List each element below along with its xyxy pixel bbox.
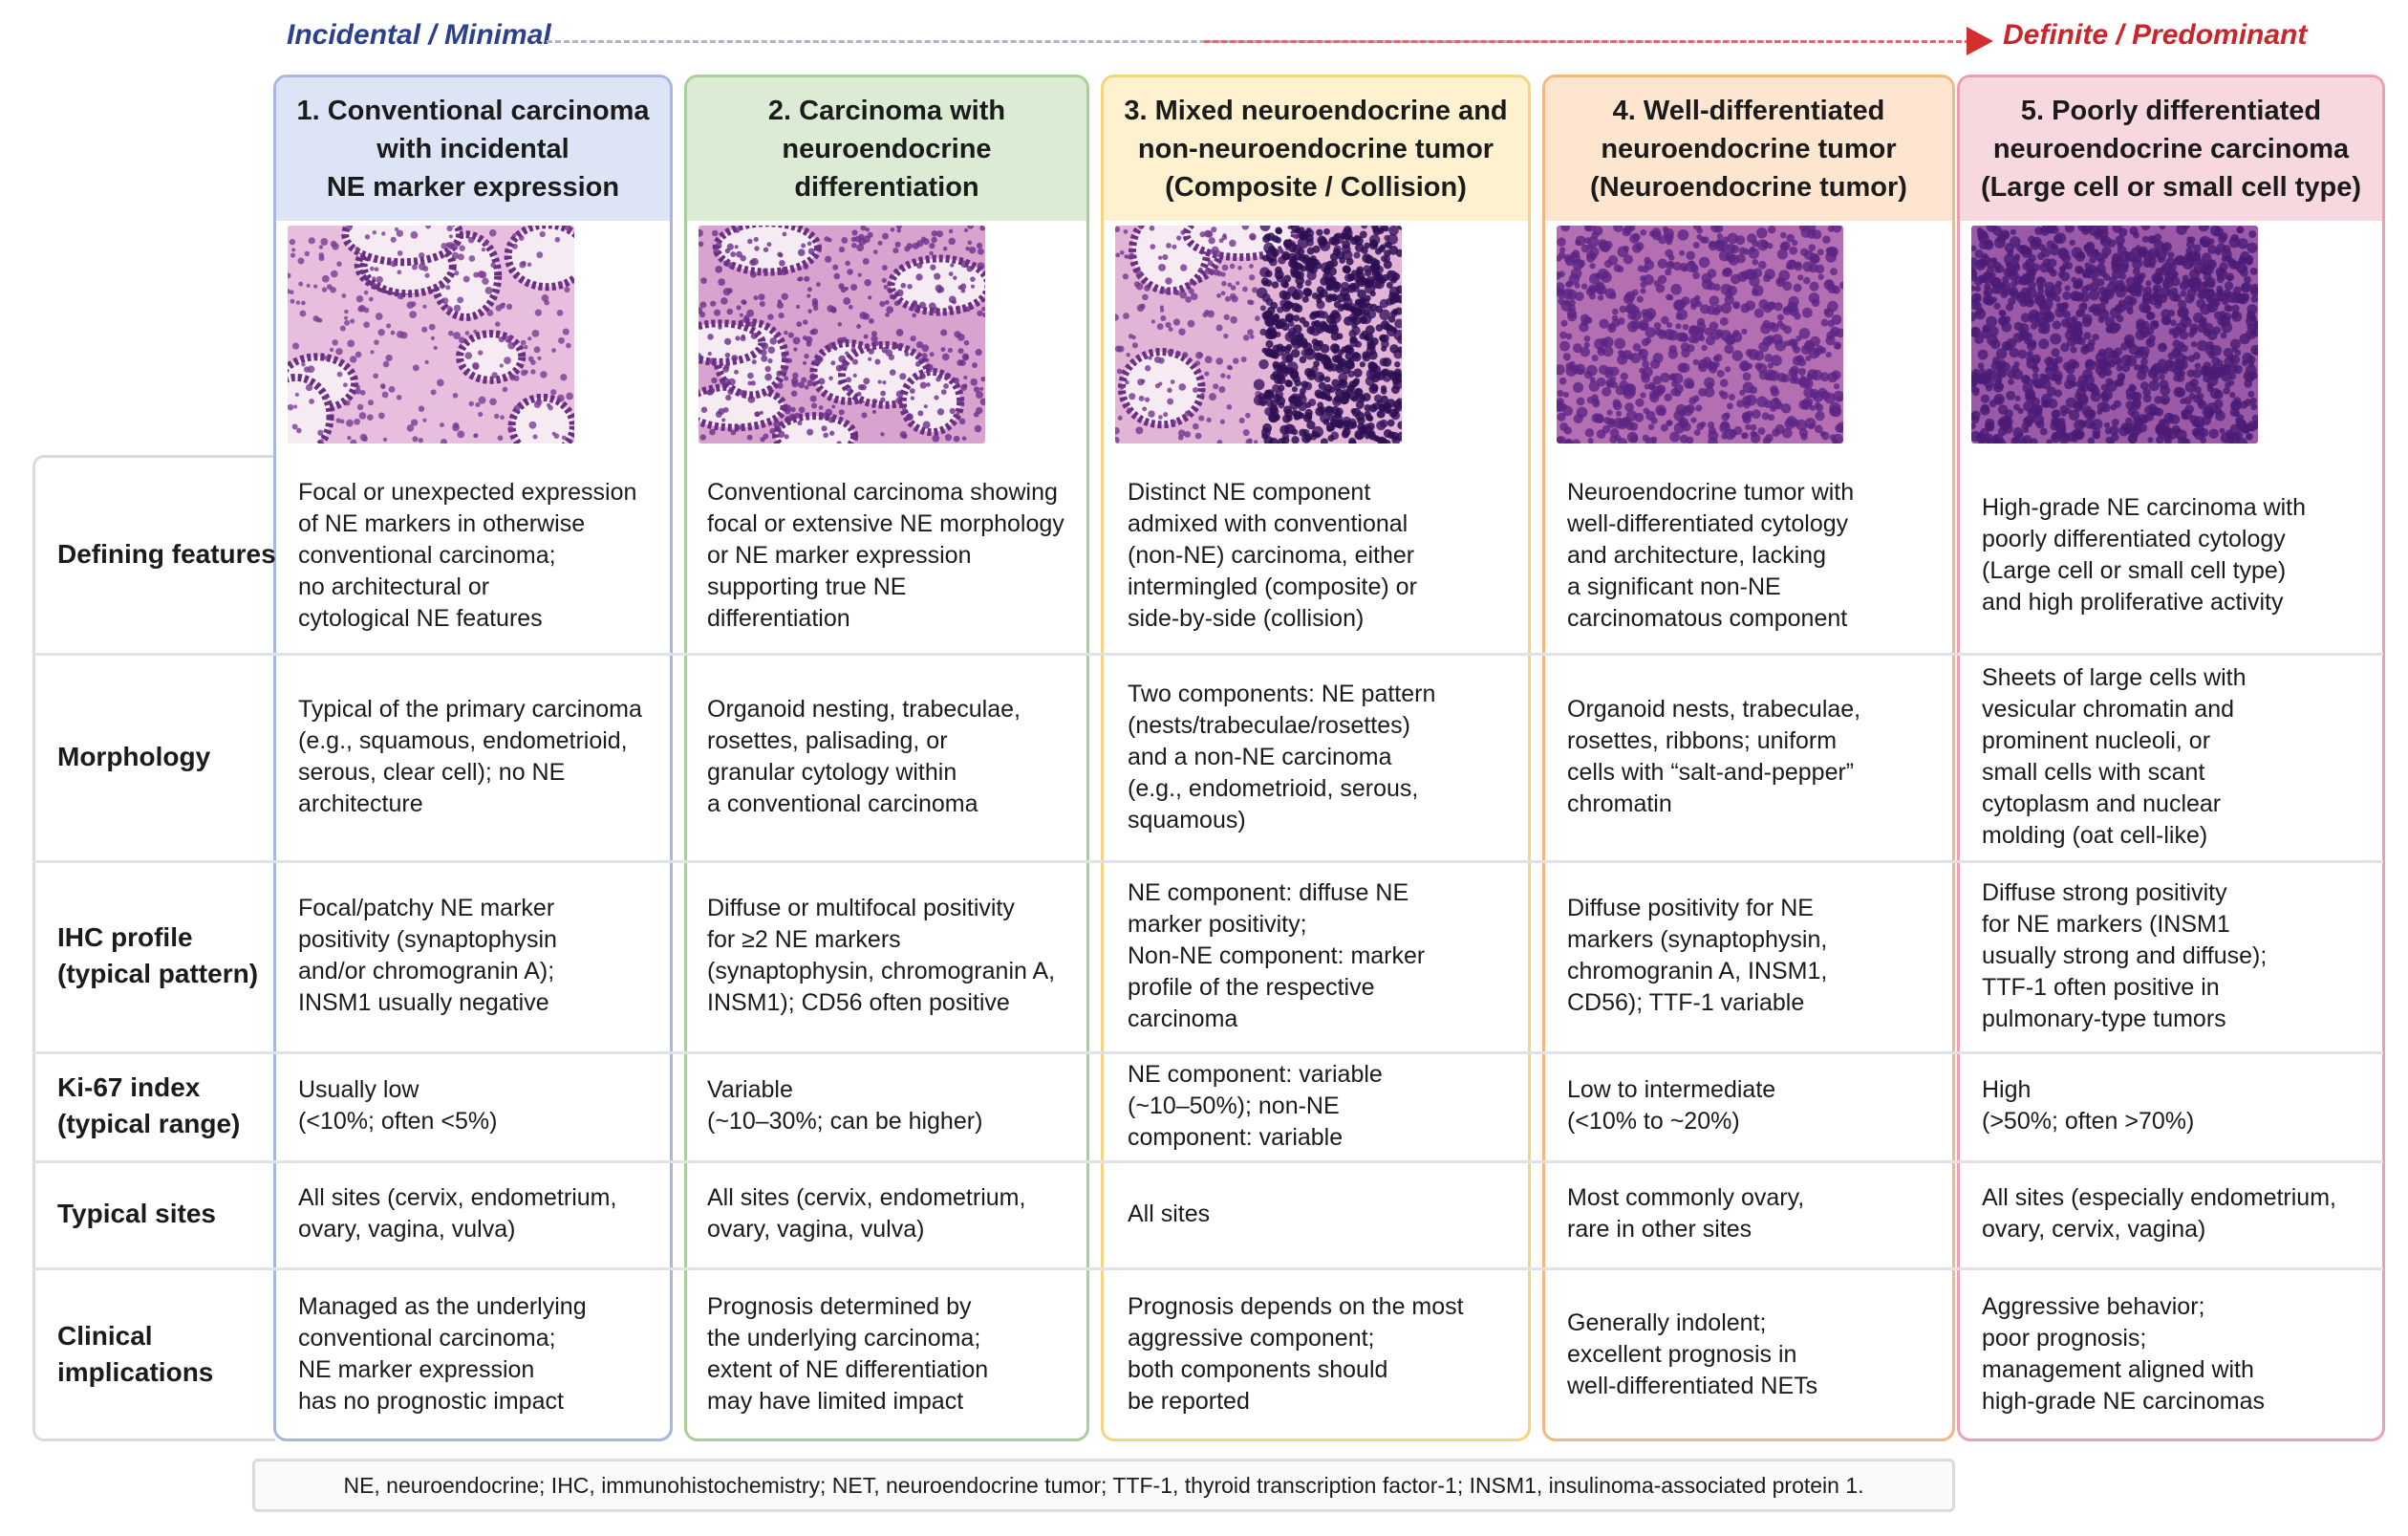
spectrum-dashed-line-red — [1204, 40, 1970, 43]
column-header: 3. Mixed neuroendocrine and non-neuroend… — [1104, 77, 1528, 221]
cell-sites-col5: All sites (especially endometrium, ovary… — [1982, 1184, 2336, 1243]
cell-ki67-col3: NE component: variable (~10–50%); non-NE… — [1128, 1060, 1383, 1151]
cell-clinical-col2: Prognosis determined by the underlying c… — [707, 1293, 989, 1415]
cell-ki67-col1: Usually low (<10%; often <5%) — [298, 1076, 498, 1135]
cell-morphology-col1: Typical of the primary carcinoma (e.g., … — [298, 696, 642, 817]
cell-morphology-col4: Organoid nests, trabeculae, rosettes, ri… — [1567, 696, 1861, 817]
cell-sites-col1: All sites (cervix, endometrium, ovary, v… — [298, 1184, 617, 1243]
spectrum-left-label: Incidental / Minimal — [287, 19, 551, 51]
column-card-poorly-differentiated: 5. Poorly differentiated neuroendocrine … — [1957, 75, 2385, 1441]
cell-ki67-col5: High (>50%; often >70%) — [1982, 1076, 2195, 1135]
histology-image-mixed — [1115, 226, 1402, 443]
cell-ihc-col4: Diffuse positivity for NE markers (synap… — [1567, 895, 1828, 1016]
spectrum-arrow: Incidental / Minimal Definite / Predomin… — [0, 0, 2408, 76]
row-labels-panel — [32, 455, 275, 1441]
column-header: 5. Poorly differentiated neuroendocrine … — [1960, 77, 2382, 221]
column-header: 1. Conventional carcinoma with incidenta… — [276, 77, 670, 221]
cell-ki67-col2: Variable (~10–30%; can be higher) — [707, 1076, 983, 1135]
row-label-typical-sites: Typical sites — [57, 1199, 217, 1228]
row-label-defining-features: Defining features — [57, 538, 276, 569]
abbreviations-footnote: NE, neuroendocrine; IHC, immunohistochem… — [252, 1459, 1955, 1512]
cell-ihc-col5: Diffuse strong positivity for NE markers… — [1982, 878, 2268, 1032]
cell-morphology-col5: Sheets of large cells with vesicular chr… — [1982, 664, 2247, 849]
row-divider — [32, 1160, 2383, 1163]
histology-image-well-differentiated — [1557, 226, 1843, 443]
row-divider — [32, 653, 2383, 656]
cell-defining-features-col5: High-grade NE carcinoma with poorly diff… — [1982, 494, 2307, 616]
cell-morphology-col3: Two components: NE pattern (nests/trabec… — [1128, 680, 1436, 833]
row-label-morphology: Morphology — [57, 741, 211, 771]
cell-ihc-col3: NE component: diffuse NE marker positivi… — [1128, 878, 1426, 1032]
column-header: 4. Well-differentiated neuroendocrine tu… — [1545, 77, 1952, 221]
cell-sites-col3: All sites — [1128, 1200, 1211, 1227]
histology-image-ne-differentiation — [699, 226, 985, 443]
row-divider — [32, 1051, 2383, 1054]
histology-image-poorly-differentiated — [1971, 226, 2258, 443]
cell-clinical-col3: Prognosis depends on the most aggressive… — [1128, 1293, 1464, 1415]
cell-clinical-col5: Aggressive behavior; poor prognosis; man… — [1982, 1293, 2265, 1415]
cell-defining-features-col4: Neuroendocrine tumor with well-different… — [1567, 478, 1855, 632]
cell-ki67-col4: Low to intermediate (<10% to ~20%) — [1567, 1076, 1776, 1135]
row-divider — [32, 860, 2383, 863]
column-title: 4. Well-differentiated neuroendocrine tu… — [1590, 96, 1907, 203]
cell-ihc-col2: Diffuse or multifocal positivity for ≥2 … — [707, 895, 1056, 1016]
arrow-right-icon — [1967, 27, 1993, 55]
cell-clinical-col4: Generally indolent; excellent prognosis … — [1567, 1309, 1818, 1399]
column-card-mixed: 3. Mixed neuroendocrine and non-neuroend… — [1101, 75, 1531, 1441]
cell-defining-features-col3: Distinct NE component admixed with conve… — [1128, 478, 1417, 632]
column-card-conventional: 1. Conventional carcinoma with incidenta… — [273, 75, 673, 1441]
cell-morphology-col2: Organoid nesting, trabeculae, rosettes, … — [707, 696, 1021, 817]
column-title: 2. Carcinoma with neuroendocrine differe… — [767, 96, 1006, 203]
spectrum-right-label: Definite / Predominant — [2003, 19, 2308, 51]
column-title: 5. Poorly differentiated neuroendocrine … — [1980, 96, 2362, 203]
cell-defining-features-col2: Conventional carcinoma showing focal or … — [707, 478, 1064, 632]
row-label-clinical-implications: Clinical implications — [57, 1321, 214, 1387]
cell-clinical-col1: Managed as the underlying conventional c… — [298, 1293, 587, 1415]
row-label-ki67: Ki-67 index (typical range) — [57, 1072, 241, 1138]
column-card-well-differentiated: 4. Well-differentiated neuroendocrine tu… — [1542, 75, 1955, 1441]
column-title: 3. Mixed neuroendocrine and non-neuroend… — [1124, 96, 1508, 203]
row-divider — [32, 1267, 2383, 1270]
cell-defining-features-col1: Focal or unexpected expression of NE mar… — [298, 478, 637, 632]
column-title: 1. Conventional carcinoma with incidenta… — [296, 96, 650, 203]
column-header: 2. Carcinoma with neuroendocrine differe… — [687, 77, 1086, 221]
histology-image-conventional — [288, 226, 574, 443]
cell-sites-col4: Most commonly ovary, rare in other sites — [1567, 1184, 1805, 1243]
cell-ihc-col1: Focal/patchy NE marker positivity (synap… — [298, 895, 557, 1016]
cell-sites-col2: All sites (cervix, endometrium, ovary, v… — [707, 1184, 1026, 1243]
row-label-ihc-profile: IHC profile (typical pattern) — [57, 922, 259, 988]
column-card-ne-differentiation: 2. Carcinoma with neuroendocrine differe… — [684, 75, 1089, 1441]
